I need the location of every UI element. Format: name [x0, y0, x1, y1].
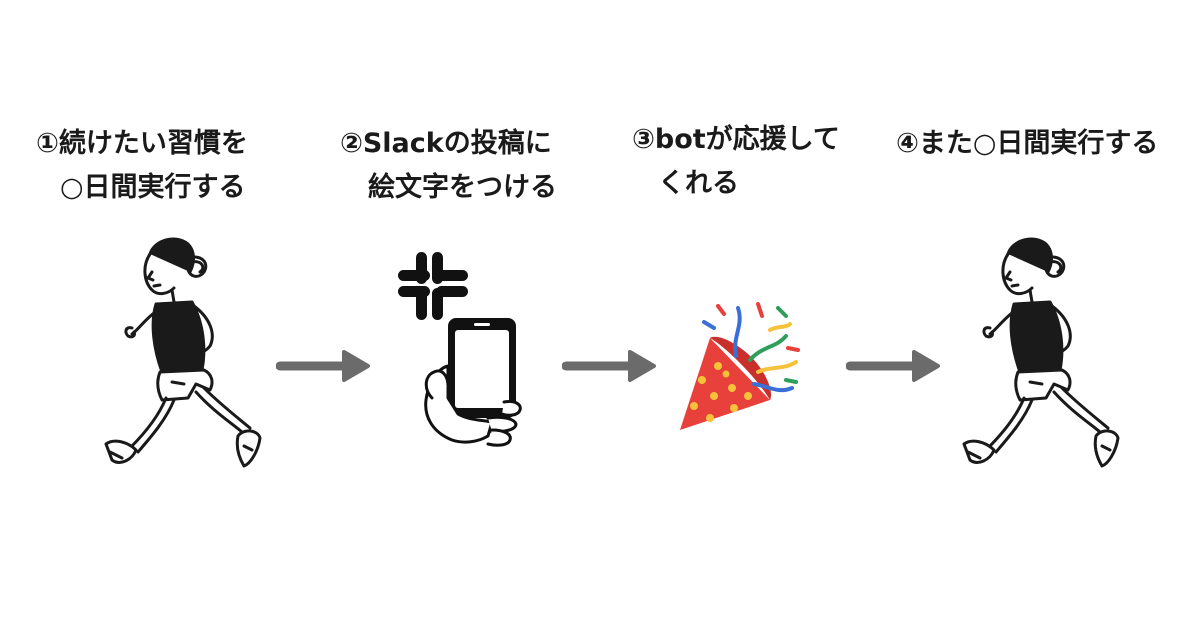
step-2-line-2: 絵文字をつける — [368, 172, 557, 203]
step-3-line-2: くれる — [658, 168, 739, 199]
step-1-line-2: ○日間実行する — [60, 172, 246, 203]
arrow-right-icon — [276, 350, 370, 382]
step-2-line-1: ②Slackの投稿に — [340, 128, 552, 159]
arrow-right-icon — [846, 350, 940, 382]
step-2-label: ②Slackの投稿に 絵文字をつける — [340, 122, 557, 210]
step-1-label: ①続けたい習慣を ○日間実行する — [36, 122, 248, 210]
runner-icon — [962, 237, 1120, 468]
slack-phone-icon — [398, 252, 522, 447]
step-1-line-1: ①続けたい習慣を — [36, 128, 248, 159]
step-4-label: ④また○日間実行する — [896, 122, 1158, 166]
step-4-line-1: ④また○日間実行する — [896, 128, 1159, 159]
runner-icon — [104, 237, 262, 468]
step-3-label: ③botが応援して くれる — [632, 118, 840, 206]
party-popper-icon — [680, 302, 800, 430]
arrow-right-icon — [562, 350, 656, 382]
step-3-line-1: ③botが応援して — [632, 124, 840, 155]
